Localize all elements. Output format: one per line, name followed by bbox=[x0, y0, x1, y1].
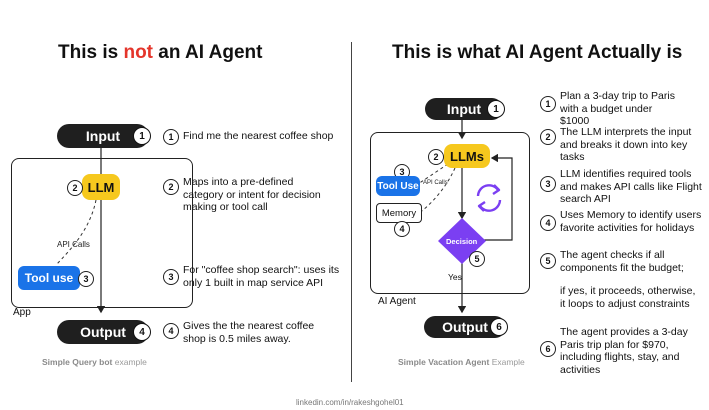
left-step-2-badge: 2 bbox=[163, 179, 179, 195]
right-step-2-text: The LLM interprets the input and breaks … bbox=[560, 126, 692, 163]
right-step-6-num: 6 bbox=[540, 341, 556, 357]
left-llm-box: LLM bbox=[82, 174, 120, 200]
ai-agent-label: AI Agent bbox=[378, 296, 416, 307]
step-1-badge: 1 bbox=[133, 127, 151, 145]
left-input-pill: Input 1 bbox=[57, 124, 151, 148]
llm-step-badge: 2 bbox=[67, 180, 83, 196]
right-step-1-badge: 1 bbox=[487, 100, 505, 118]
memory-step-badge: 4 bbox=[394, 221, 410, 237]
llms-step-badge: 2 bbox=[428, 149, 444, 165]
right-output-pill: Output 6 bbox=[424, 316, 508, 338]
left-step-1-badge: 1 bbox=[163, 129, 179, 145]
right-step-4-text: Uses Memory to identify users favorite a… bbox=[560, 209, 702, 234]
left-step-2-text: Maps into a pre-defined category or inte… bbox=[183, 176, 321, 213]
app-label: App bbox=[13, 307, 31, 318]
loop-cycle-icon bbox=[476, 184, 502, 212]
left-step-4-text: Gives the the nearest coffee shop is 0.5… bbox=[183, 320, 315, 345]
left-output-pill: Output 4 bbox=[57, 320, 151, 344]
right-step-5-continued: if yes, it proceeds, otherwise, it loops… bbox=[560, 285, 696, 310]
decision-label: Decision bbox=[446, 237, 478, 246]
right-input-pill: Input 1 bbox=[425, 98, 505, 120]
app-frame bbox=[11, 158, 193, 308]
right-step-3-num: 3 bbox=[540, 176, 556, 192]
right-step-5-num: 5 bbox=[540, 253, 556, 269]
right-step-6-badge: 6 bbox=[490, 318, 508, 336]
left-step-3-badge: 3 bbox=[163, 269, 179, 285]
right-llms-box: LLMs bbox=[444, 144, 490, 168]
right-tool-use-box: Tool Use bbox=[376, 176, 420, 196]
step-4-badge: 4 bbox=[133, 323, 151, 341]
left-api-calls-label: API Calls bbox=[57, 240, 90, 249]
left-step-4-badge: 4 bbox=[163, 323, 179, 339]
ai-agent-frame bbox=[370, 132, 530, 294]
right-step-4-num: 4 bbox=[540, 215, 556, 231]
right-step-1-num: 1 bbox=[540, 96, 556, 112]
tool-step-badge: 3 bbox=[78, 271, 94, 287]
right-step-1-text: Plan a 3-day trip to Paris with a budget… bbox=[560, 90, 675, 127]
left-title: This is not an AI Agent bbox=[58, 42, 263, 63]
right-api-calls-label: API Calls bbox=[423, 180, 448, 186]
yes-label: Yes bbox=[448, 272, 462, 282]
left-caption: Simple Query bot example bbox=[42, 357, 147, 367]
footer-link[interactable]: linkedin.com/in/rakeshgohel01 bbox=[296, 398, 404, 407]
right-step-2-num: 2 bbox=[540, 129, 556, 145]
left-step-3-text: For "coffee shop search": uses its only … bbox=[183, 264, 340, 289]
left-step-1-text: Find me the nearest coffee shop bbox=[183, 130, 334, 142]
left-tool-use-box: Tool use bbox=[18, 266, 80, 290]
not-word: not bbox=[123, 42, 154, 63]
memory-box: Memory bbox=[376, 203, 422, 223]
right-step-6-text: The agent provides a 3-day Paris trip pl… bbox=[560, 326, 688, 376]
right-step-5-text: The agent checks if all components fit t… bbox=[560, 249, 684, 274]
right-step-3-text: LLM identifies required tools and makes … bbox=[560, 168, 702, 205]
center-divider bbox=[351, 42, 352, 382]
right-title: This is what AI Agent Actually is bbox=[392, 42, 683, 63]
right-caption: Simple Vacation Agent Example bbox=[398, 357, 525, 367]
decision-step-badge: 5 bbox=[469, 251, 485, 267]
